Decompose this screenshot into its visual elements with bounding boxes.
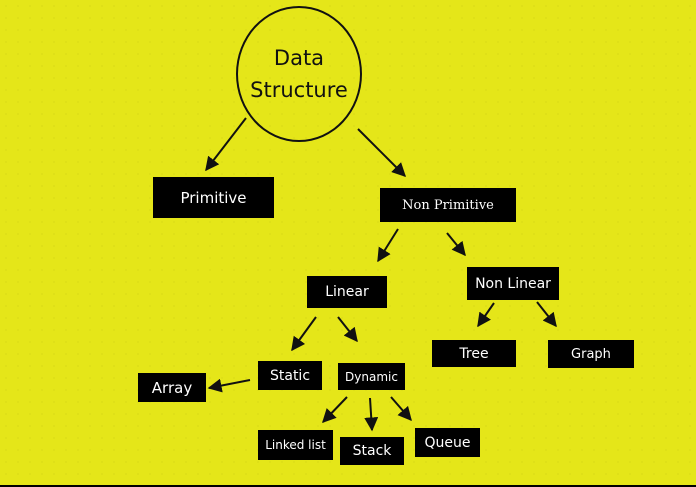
edge-dynamic-stack xyxy=(364,397,379,432)
node-primitive: Primitive xyxy=(153,177,274,218)
node-static: Static xyxy=(258,361,322,390)
node-linked-list: Linked list xyxy=(258,430,333,460)
node-queue: Queue xyxy=(415,428,480,457)
node-linear: Linear xyxy=(307,276,387,308)
edge-nonlinear-tree xyxy=(477,302,495,328)
edge-dynamic-linkedlist xyxy=(322,396,348,424)
root-node-data-structure: Data Structure xyxy=(236,6,362,142)
node-graph: Graph xyxy=(548,340,634,368)
edge-nonprimitive-linear xyxy=(377,228,399,263)
node-tree: Tree xyxy=(432,340,516,367)
node-non-linear: Non Linear xyxy=(467,267,559,300)
node-non-primitive: Non Primitive xyxy=(380,188,516,222)
root-label-line1: Data xyxy=(273,46,325,70)
node-array: Array xyxy=(138,373,206,402)
node-dynamic: Dynamic xyxy=(338,363,405,390)
edge-nonprimitive-nonlinear xyxy=(446,232,466,257)
edge-static-array xyxy=(207,378,251,393)
node-stack: Stack xyxy=(340,437,404,465)
edge-linear-static xyxy=(291,316,317,352)
edge-dynamic-queue xyxy=(390,396,412,422)
root-label-line2: Structure xyxy=(250,78,348,102)
edge-root-nonprimitive xyxy=(357,128,406,177)
edge-linear-dynamic xyxy=(337,316,358,343)
edge-nonlinear-graph xyxy=(536,301,557,328)
edge-root-primitive xyxy=(205,117,247,172)
